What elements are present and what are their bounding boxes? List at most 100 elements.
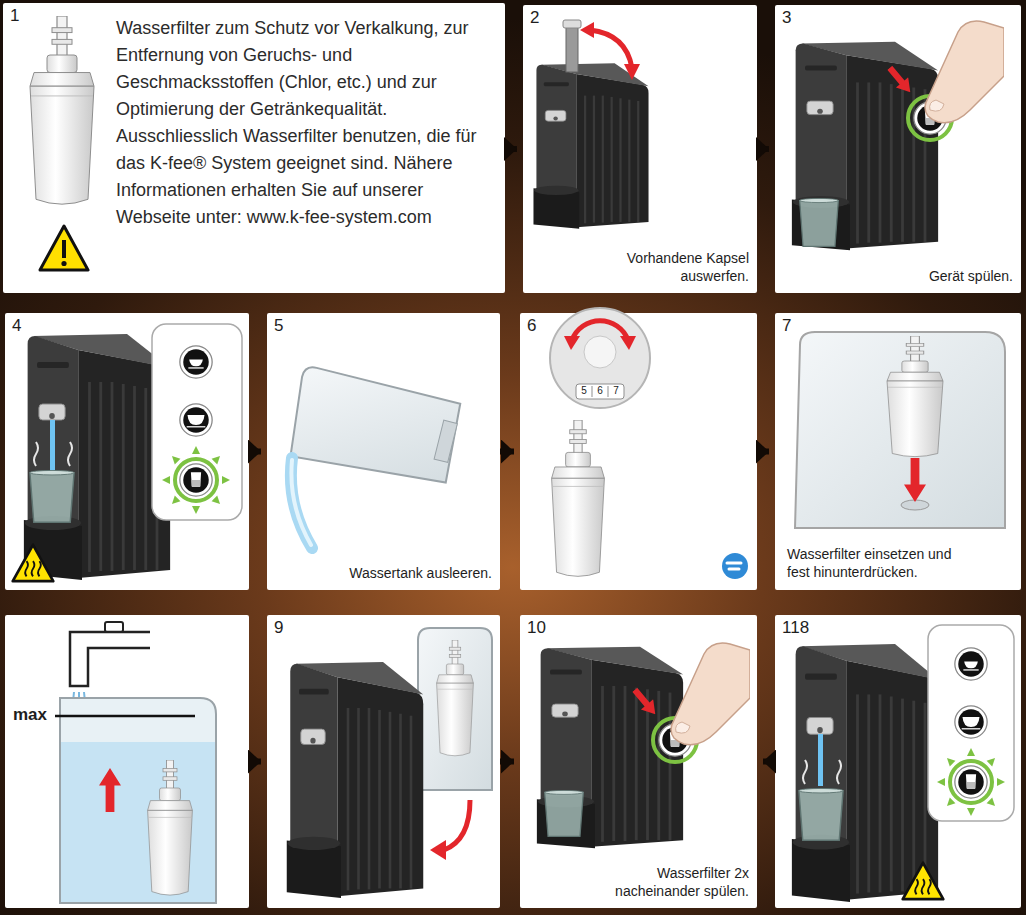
step-number: 4	[12, 316, 21, 336]
filter-date-dial	[576, 384, 624, 399]
filter-date-dial	[572, 321, 628, 340]
water-tank	[887, 336, 943, 457]
text-holder: Gerät spülen.	[863, 268, 1013, 286]
dial-number: 5	[577, 385, 591, 397]
step-arrow	[505, 146, 517, 152]
water-tank	[795, 332, 1005, 528]
step-arrow	[500, 449, 514, 455]
filter-date-dial	[608, 386, 609, 397]
text-holder: Wasserfilter einsetzen und fest hinunter…	[787, 546, 967, 582]
coffee-machine	[34, 442, 38, 466]
water-tank	[434, 420, 457, 462]
text-holder: 4	[12, 316, 21, 336]
panel-ground	[523, 5, 757, 293]
coffee-machine	[799, 788, 843, 840]
panel-ground	[3, 3, 1021, 908]
coffee-machine	[533, 63, 648, 228]
panel-ground	[520, 615, 757, 908]
filter-cartridge	[30, 16, 94, 204]
step-caption: Wasserfilter einsetzen und fest hinunter…	[787, 546, 967, 582]
step-panel: 1Wasserfilter zum Schutz vor Verkalkung,…	[3, 3, 505, 293]
water-tank	[55, 715, 195, 718]
coffee-machine	[418, 628, 492, 790]
hint-icon	[722, 553, 748, 579]
water-tank	[55, 698, 216, 903]
button-panel	[180, 464, 212, 496]
water-tank	[148, 760, 193, 895]
text-holder: Wassertank ausleeren.	[292, 565, 492, 583]
coffee-machine	[287, 662, 424, 898]
button-panel	[180, 404, 212, 436]
filter-date-dial	[584, 336, 616, 368]
red-arrow	[590, 30, 632, 68]
panel-ground	[5, 313, 249, 590]
step-number: 7	[782, 316, 791, 336]
text-holder: 3	[782, 8, 791, 28]
coffee-machine	[437, 640, 474, 756]
button-press	[629, 685, 662, 720]
text-holder: 118	[782, 618, 809, 638]
step-panel: 5Wassertank ausleeren.	[267, 313, 500, 590]
panel-ground	[775, 313, 1021, 590]
button-press	[629, 685, 662, 720]
button-press	[925, 21, 1004, 123]
step-panel: 7Wasserfilter einsetzen und fest hinunte…	[775, 313, 1021, 590]
coffee-machine	[792, 42, 938, 251]
text-holder: max	[13, 705, 47, 725]
text-holder: 5	[274, 316, 283, 336]
text-holder: 9	[274, 618, 283, 638]
coffee-machine	[803, 760, 841, 784]
coffee-machine	[30, 470, 74, 522]
button-panel	[152, 324, 242, 520]
coffee-machine	[800, 198, 839, 246]
button-panel	[955, 706, 987, 738]
panel-ground	[775, 615, 1021, 908]
hint-icon	[722, 553, 748, 579]
panel-ground	[267, 313, 500, 590]
step-arrow	[249, 759, 261, 765]
coffee-machine	[792, 42, 938, 251]
water-tank	[291, 460, 311, 545]
coffee-machine	[903, 863, 943, 899]
max-label: max	[13, 705, 47, 725]
text-holder: Wasserfilter zum Schutz vor Verkalkung, …	[116, 15, 500, 231]
water-tap	[70, 632, 150, 686]
filter-date-dial	[552, 420, 605, 576]
button-press	[884, 63, 917, 98]
coffee-machine	[818, 734, 823, 786]
coffee-machine	[13, 334, 170, 581]
warning-sign	[62, 240, 66, 258]
coffee-machine	[803, 760, 807, 784]
step-panel: 3Gerät spülen.	[775, 5, 1021, 293]
button-panel	[180, 346, 212, 378]
coffee-machine	[837, 760, 841, 784]
step-number: 3	[782, 8, 791, 28]
coffee-machine	[50, 420, 55, 472]
coffee-machine	[24, 334, 170, 580]
step-panel: 9	[267, 615, 500, 908]
step-caption: Vorhandene Kapsel auswerfen.	[621, 250, 749, 286]
coffee-machine	[444, 800, 470, 850]
text-holder: 10	[527, 618, 546, 638]
step-number: 6	[527, 316, 536, 336]
button-panel	[955, 766, 987, 798]
text-holder: Wasserfilter 2x nacheinander spülen.	[599, 865, 749, 901]
step-number: 118	[782, 618, 809, 638]
step-arrow	[763, 759, 775, 765]
red-arrow	[624, 64, 640, 80]
water-tank	[61, 742, 215, 902]
text-holder: 7	[782, 316, 791, 336]
button-panel	[152, 324, 242, 520]
step-arrow	[500, 759, 514, 765]
dial-number: 7	[609, 385, 623, 397]
step-caption: Wasserfilter 2x nacheinander spülen.	[599, 865, 749, 901]
coffee-machine	[563, 20, 581, 28]
coffee-machine	[13, 545, 53, 581]
button-panel	[928, 625, 1014, 821]
water-tank	[283, 365, 465, 548]
step-number: 10	[527, 618, 546, 638]
step-panel: 2Vorhandene Kapsel auswerfen.	[523, 5, 757, 293]
button-panel	[937, 748, 1005, 816]
text-holder: 6	[527, 316, 536, 336]
coffee-machine	[792, 644, 938, 902]
